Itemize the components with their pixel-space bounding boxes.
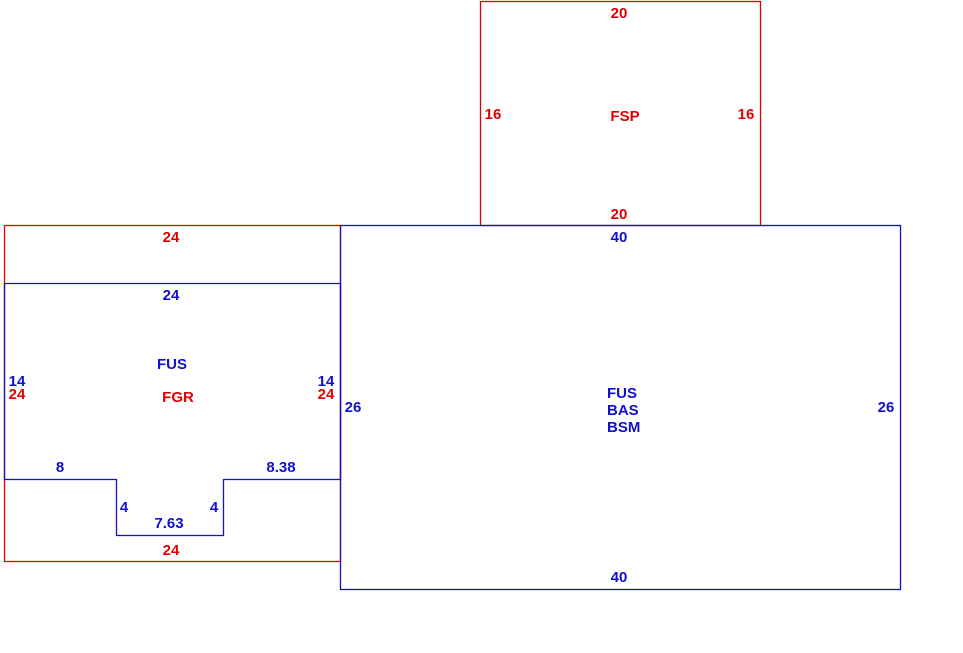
notch-left-dim: 4 [120, 499, 129, 516]
fus-left-left-dim: 14 [9, 373, 26, 390]
fsp-area-label: FSP [610, 108, 639, 125]
main-left-dim: 26 [345, 399, 362, 416]
fsp-right-dim: 16 [738, 106, 755, 123]
fgr-bottom-dim: 24 [163, 542, 180, 559]
fgr-right-dim: 24 [318, 386, 335, 403]
fgr-area-label: FGR [162, 389, 194, 406]
main-right-dim: 26 [878, 399, 895, 416]
main-area-label-fus: FUS [607, 385, 637, 402]
main-area-label-bsm: BSM [607, 419, 640, 436]
fus-left-step-right-dim: 8.38 [266, 459, 295, 476]
notch-right-dim: 4 [210, 499, 219, 516]
main-area-label-bas: BAS [607, 402, 639, 419]
fsp-left-dim: 16 [485, 106, 502, 123]
fus-left-area-label: FUS [157, 356, 187, 373]
fsp-top-dim: 20 [611, 5, 628, 22]
notch-bottom-dim: 7.63 [154, 515, 183, 532]
fgr-top-dim: 24 [163, 229, 180, 246]
fus-left-top-dim: 24 [163, 287, 180, 304]
fus-left-right-dim: 14 [318, 373, 335, 390]
fsp-bottom-dim: 20 [611, 206, 628, 223]
fus-left-outline [3, 282, 342, 537]
main-top-dim: 40 [611, 229, 628, 246]
fgr-left-dim: 24 [9, 386, 26, 403]
main-bottom-dim: 40 [611, 569, 628, 586]
fus-left-step-left-dim: 8 [56, 459, 64, 476]
